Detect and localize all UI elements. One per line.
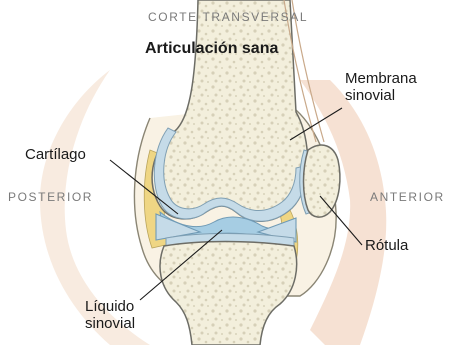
label-synovial-fluid-line1: Líquido (85, 298, 135, 315)
label-cartilage: Cartílago (25, 146, 86, 163)
label-patella: Rótula (365, 237, 408, 254)
label-synovial-membrane-line2: sinovial (345, 87, 417, 104)
label-synovial-membrane-line1: Membrana (345, 70, 417, 87)
orientation-posterior: POSTERIOR (8, 190, 93, 204)
section-heading: CORTE TRANSVERSAL (148, 10, 308, 24)
tibia (160, 242, 297, 345)
orientation-anterior: ANTERIOR (370, 190, 445, 204)
patella (304, 145, 340, 217)
label-synovial-fluid: Líquido sinovial (85, 298, 135, 332)
femur (152, 0, 307, 221)
label-synovial-membrane: Membrana sinovial (345, 70, 417, 104)
diagram-title: Articulación sana (145, 40, 278, 58)
label-synovial-fluid-line2: sinovial (85, 315, 135, 332)
